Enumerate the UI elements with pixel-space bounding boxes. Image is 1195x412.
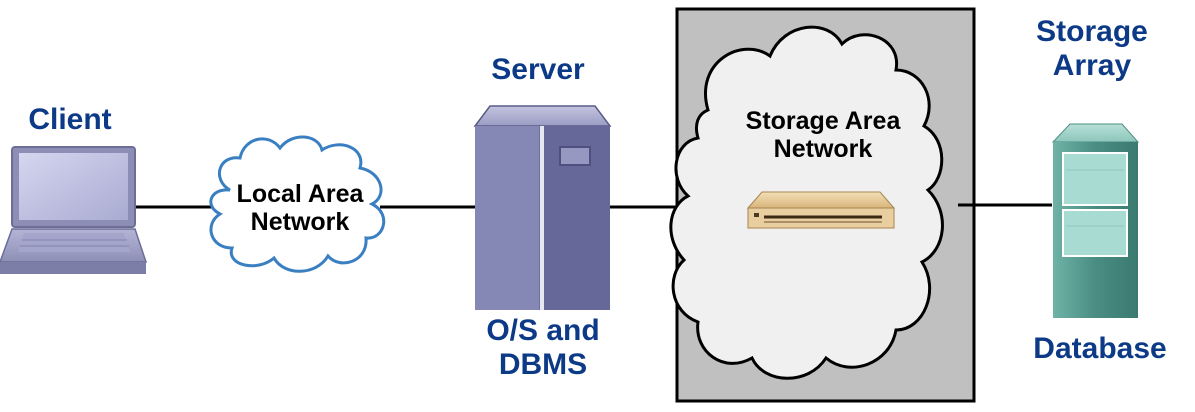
san-label: Storage Area Network [718,107,928,163]
lan-label: Local Area Network [214,180,386,236]
laptop-icon [0,146,148,274]
database-label: Database [1033,332,1167,365]
server-software-line1: O/S and [486,314,600,347]
client-label: Client [28,103,112,136]
server-software-line2: DBMS [498,347,588,381]
storage-array-label: Storage Array [1012,15,1172,82]
server-tower-icon [473,105,612,310]
connections [135,203,1052,209]
cloud-icon [209,135,386,273]
san-switch-icon [746,191,896,229]
lan-label-line2: Network [250,208,350,236]
san-label-line2: Network [773,135,873,163]
storage-array-line2: Array [1052,48,1132,82]
lan-label-line1: Local Area [236,180,364,208]
san-label-line1: Storage Area [745,107,901,135]
server-software-label: O/S and DBMS [458,314,628,381]
storage-array-line1: Storage [1036,15,1148,48]
server-label: Server [491,53,585,86]
storage-array-icon [1051,123,1140,318]
